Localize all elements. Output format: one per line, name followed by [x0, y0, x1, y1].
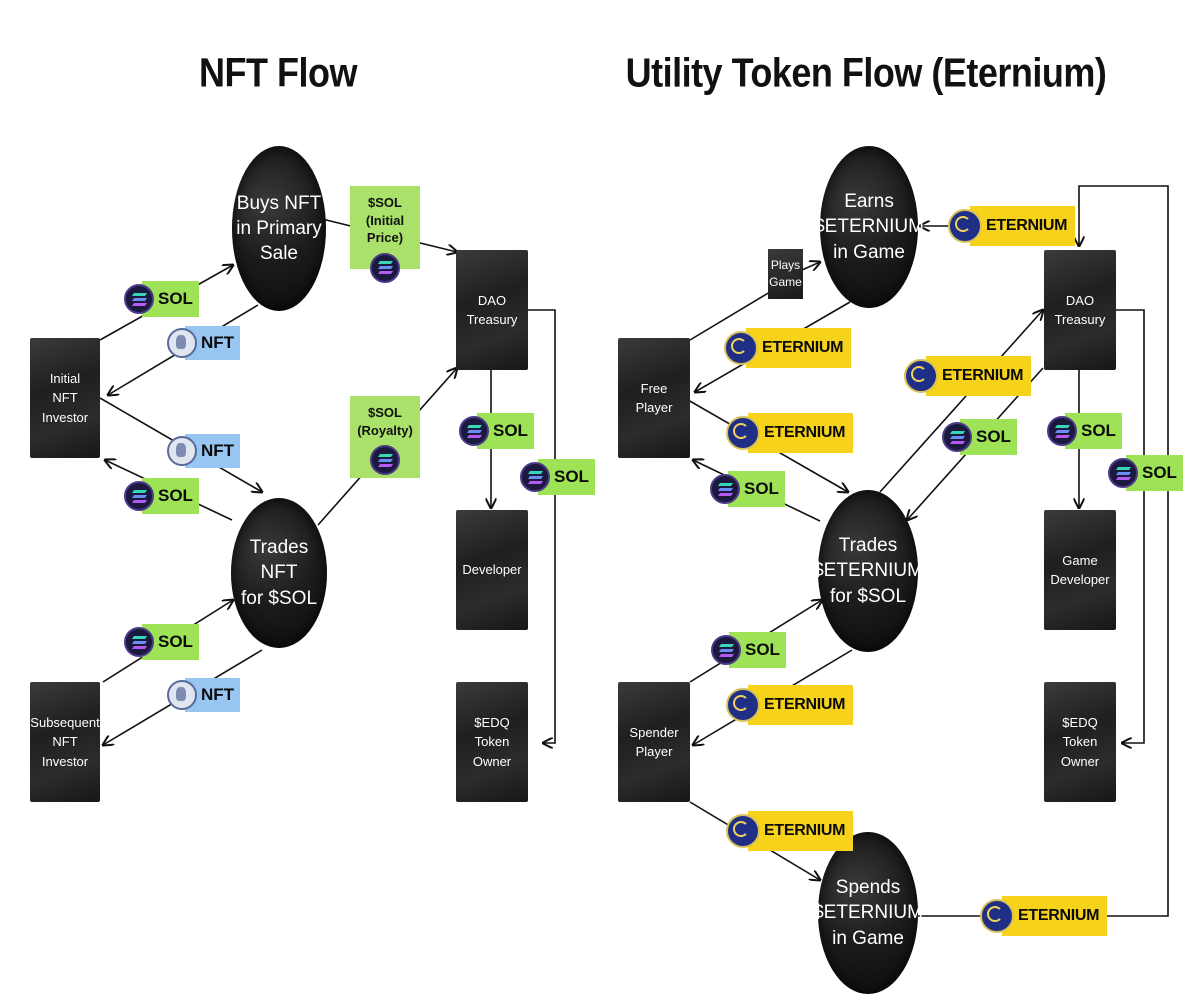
badge-nft: NFT	[167, 326, 241, 360]
node-trades-nft: Trades NFT for $SOL	[231, 498, 327, 648]
node-free-player-label: Free Player	[635, 380, 673, 416]
badge-eternium-label: ETERNIUM	[748, 811, 854, 851]
solana-icon	[124, 284, 154, 314]
node-initial-investor-label: Initial NFT Investor	[41, 370, 89, 425]
solana-icon	[124, 481, 154, 511]
node-dao-treasury-left-label: DAO Treasury	[466, 292, 518, 328]
badge-sol-label: SOL	[477, 413, 534, 449]
eternium-coin-icon	[726, 688, 760, 722]
eternium-coin-icon	[726, 416, 760, 450]
eternium-coin-icon	[948, 209, 982, 243]
arrow-dao-to-edq-right	[1115, 309, 1145, 743]
arrow-plays-to-earns	[801, 262, 820, 270]
nft-flow-title: NFT Flow	[199, 49, 357, 96]
node-initial-investor: Initial NFT Investor	[30, 338, 100, 458]
line-free-player-to-plays	[689, 291, 771, 341]
node-dao-treasury-left: DAO Treasury	[456, 250, 528, 370]
node-spends-eternium: Spends $ETERNIUM in Game	[813, 832, 923, 994]
solana-icon	[711, 635, 741, 665]
node-developer: Developer	[456, 510, 528, 630]
badge-sol: SOL	[124, 478, 199, 514]
node-free-player: Free Player	[618, 338, 690, 458]
node-trades-nft-label: Trades NFT for $SOL	[240, 537, 318, 609]
note-initial-price-label: $SOL (Initial Price)	[365, 195, 405, 246]
badge-sol: SOL	[942, 419, 1017, 455]
solana-icon	[942, 422, 972, 452]
solana-icon	[124, 627, 154, 657]
nft-avatar-icon	[167, 436, 197, 466]
node-edq-owner-left: $EDQ Token Owner	[456, 682, 528, 802]
nft-avatar-icon	[167, 328, 197, 358]
badge-sol: SOL	[520, 459, 595, 495]
arrow-spends-to-dao	[918, 185, 1169, 917]
eternium-coin-icon	[726, 814, 760, 848]
eternium-coin-icon	[724, 331, 758, 365]
node-edq-owner-right-label: $EDQ Token Owner	[1060, 714, 1100, 769]
node-spender-player-label: Spender Player	[629, 724, 679, 760]
badge-nft: NFT	[167, 434, 241, 468]
utility-token-flow-title: Utility Token Flow (Eternium)	[625, 49, 1107, 96]
badge-sol: SOL	[1047, 413, 1122, 449]
badge-eternium-label: ETERNIUM	[746, 328, 852, 368]
badge-eternium-label: ETERNIUM	[970, 206, 1076, 246]
node-earns-eternium-label: Earns $ETERNIUM in Game	[814, 191, 924, 263]
note-royalty-label: $SOL (Royalty)	[357, 405, 413, 438]
node-edq-owner-right: $EDQ Token Owner	[1044, 682, 1116, 802]
badge-eternium-label: ETERNIUM	[748, 685, 854, 725]
node-subsequent-investor: Subsequent NFT Investor	[30, 682, 100, 802]
note-initial-price: $SOL (Initial Price)	[350, 186, 420, 283]
arrow-trades-to-dao-eternium	[879, 310, 1043, 493]
badge-eternium: ETERNIUM	[724, 328, 852, 368]
solana-icon	[370, 252, 400, 283]
badge-sol: SOL	[711, 632, 786, 668]
badge-sol-label: SOL	[960, 419, 1017, 455]
badge-sol: SOL	[124, 281, 199, 317]
solana-icon	[1108, 458, 1138, 488]
arrow-dao-to-edq	[527, 309, 556, 743]
badge-sol: SOL	[710, 471, 785, 507]
node-trades-eternium-label: Trades $ETERNIUM for $SOL	[813, 535, 923, 607]
note-royalty: $SOL (Royalty)	[350, 396, 420, 478]
node-game-developer: Game Developer	[1044, 510, 1116, 630]
badge-nft-label: NFT	[185, 326, 241, 360]
badge-eternium: ETERNIUM	[904, 356, 1032, 396]
nft-avatar-icon	[167, 680, 197, 710]
badge-nft: NFT	[167, 678, 241, 712]
node-buys-nft: Buys NFT in Primary Sale	[232, 146, 326, 311]
solana-icon	[459, 416, 489, 446]
node-game-developer-label: Game Developer	[1050, 552, 1110, 588]
eternium-coin-icon	[904, 359, 938, 393]
node-spends-eternium-label: Spends $ETERNIUM in Game	[813, 877, 923, 949]
solana-icon	[1047, 416, 1077, 446]
node-earns-eternium: Earns $ETERNIUM in Game	[814, 146, 924, 308]
node-dao-treasury-right-label: DAO Treasury	[1054, 292, 1106, 328]
eternium-coin-icon	[980, 899, 1014, 933]
node-spender-player: Spender Player	[618, 682, 690, 802]
node-subsequent-investor-label: Subsequent NFT Investor	[30, 714, 100, 769]
solana-icon	[370, 445, 400, 476]
badge-eternium: ETERNIUM	[948, 206, 1076, 246]
badge-eternium-label: ETERNIUM	[1002, 896, 1108, 936]
badge-eternium: ETERNIUM	[726, 685, 854, 725]
badge-sol: SOL	[1108, 455, 1183, 491]
badge-sol: SOL	[124, 624, 199, 660]
solana-icon	[710, 474, 740, 504]
node-trades-eternium: Trades $ETERNIUM for $SOL	[813, 490, 923, 652]
solana-icon	[520, 462, 550, 492]
badge-eternium: ETERNIUM	[980, 896, 1108, 936]
badge-sol: SOL	[459, 413, 534, 449]
node-plays-game: Plays Game	[768, 249, 803, 299]
node-developer-label: Developer	[462, 562, 522, 578]
badge-eternium-label: ETERNIUM	[748, 413, 854, 453]
node-plays-game-label: Plays Game	[769, 257, 802, 289]
node-edq-owner-left-label: $EDQ Token Owner	[472, 714, 512, 769]
badge-eternium: ETERNIUM	[726, 413, 854, 453]
node-dao-treasury-right: DAO Treasury	[1044, 250, 1116, 370]
node-buys-nft-label: Buys NFT in Primary Sale	[236, 192, 322, 265]
badge-eternium: ETERNIUM	[726, 811, 854, 851]
badge-eternium-label: ETERNIUM	[926, 356, 1032, 396]
